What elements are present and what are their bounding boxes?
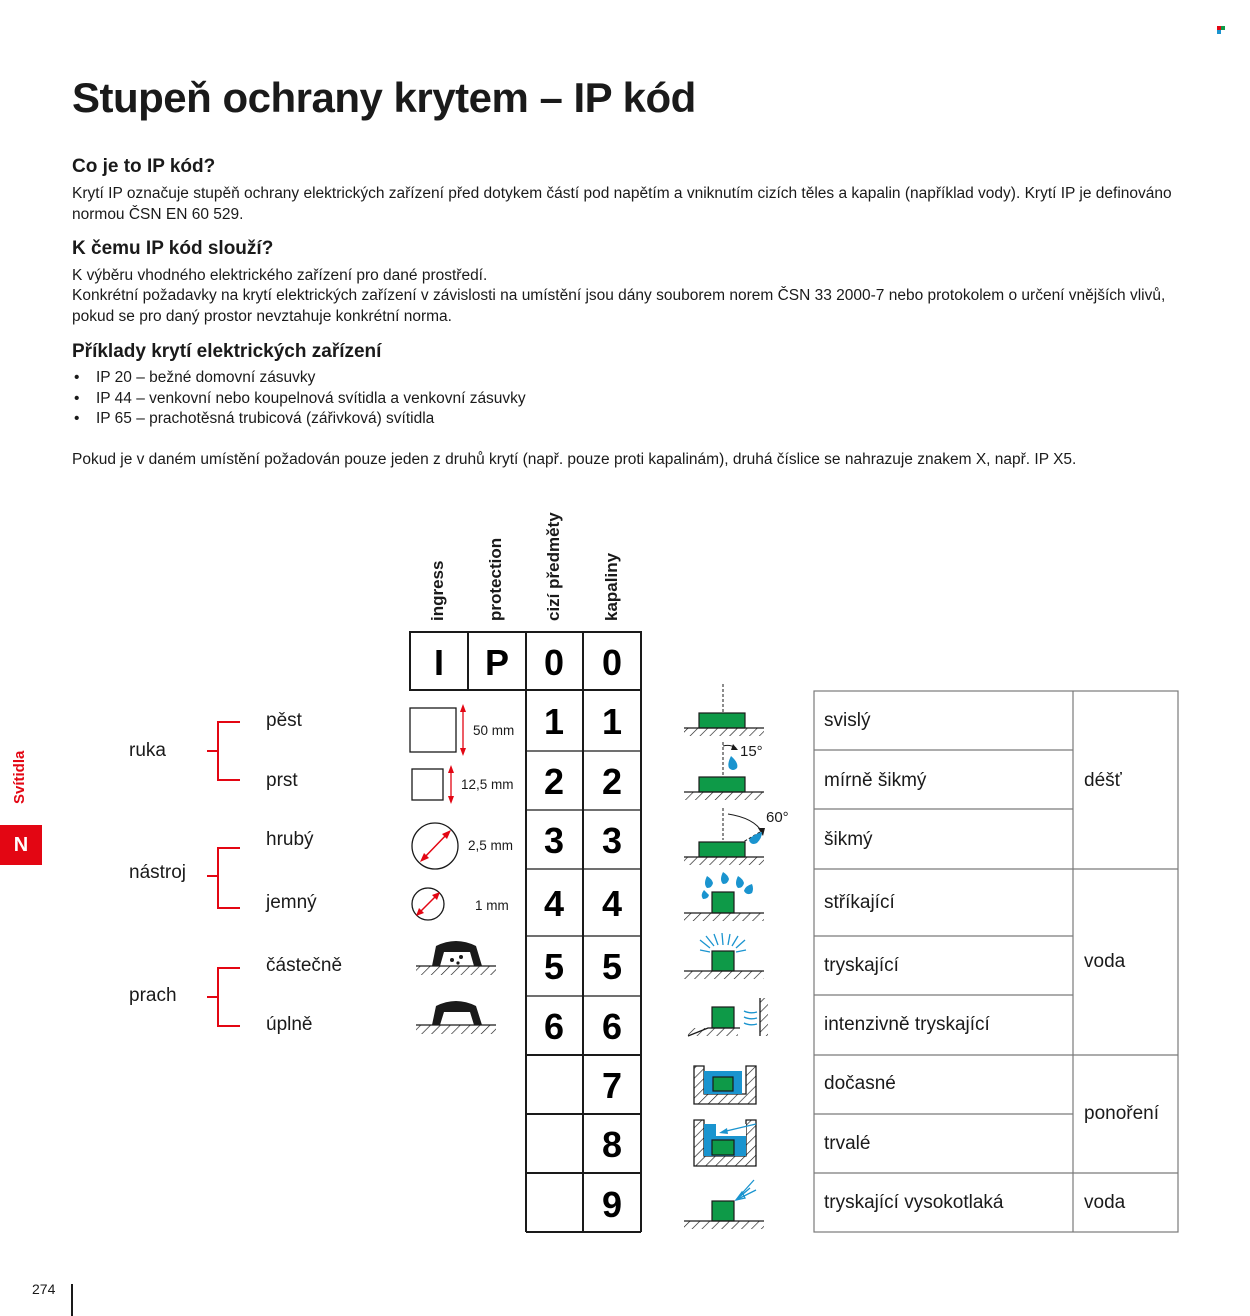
second-digit: 4	[602, 883, 622, 924]
liquid-label: tryskající vysokotlaká	[824, 1192, 1004, 1213]
item-label-coarse: hrubý	[266, 829, 314, 850]
first-digit: 3	[544, 820, 564, 861]
page-title: Stupeň ochrany krytem – IP kód	[72, 74, 696, 121]
second-digit: 8	[602, 1124, 622, 1165]
second-digit: 7	[602, 1065, 622, 1106]
item-label-finger: prst	[266, 770, 298, 791]
fine-tool-size-icon	[411, 887, 445, 921]
fist-size-icon	[409, 704, 466, 756]
liquid-label: trvalé	[824, 1133, 871, 1154]
angle-label-15: 15°	[740, 743, 763, 760]
item-label-partial: částečně	[266, 955, 343, 976]
corner-mark	[1221, 26, 1225, 30]
page-number: 274	[32, 1281, 56, 1297]
liquid-label: tryskající	[824, 955, 899, 976]
group-name-dust: prach	[129, 985, 177, 1006]
finger-size-icon	[411, 765, 454, 804]
dust-partial-icon	[416, 941, 496, 975]
page-number-rule	[71, 1284, 73, 1316]
second-digit: 1	[602, 701, 622, 742]
group-name-tool: nástroj	[129, 862, 187, 883]
paragraph-what: Krytí IP označuje stupěň ochrany elektri…	[72, 185, 1172, 223]
heading-purpose: K čemu IP kód slouží?	[72, 238, 274, 259]
second-digit: 6	[602, 1006, 622, 1047]
paragraph-purpose-1: K výběru vhodného elektrického zařízení …	[72, 267, 488, 284]
powerful-jet-icon	[687, 998, 768, 1037]
ip-code-box	[409, 631, 642, 1233]
tilted-15-drip-icon	[684, 742, 764, 800]
section-tab: N	[0, 825, 42, 865]
first-digit: 1	[544, 701, 564, 742]
liquid-group-water-high-pressure: voda	[1084, 1192, 1126, 1213]
code-digit-first-0: 0	[544, 642, 564, 683]
high-pressure-jet-icon	[684, 1179, 764, 1229]
liquid-label: šikmý	[824, 829, 873, 850]
list-item: IP 65 – prachotěsná trubicová (zářivková…	[72, 409, 526, 430]
angle-label-60: 60°	[766, 809, 789, 826]
liquid-label: svislý	[824, 710, 871, 731]
corner-mark	[1217, 30, 1221, 34]
liquid-group-rain: déšť	[1084, 770, 1122, 791]
heading-examples: Příklady krytí elektrických zařízení	[72, 341, 382, 362]
code-digit-second-0: 0	[602, 642, 622, 683]
water-jet-icon	[684, 932, 764, 979]
liquid-table	[813, 690, 1179, 1233]
tilted-60-drip-icon	[684, 808, 765, 865]
liquid-group-water: voda	[1084, 951, 1126, 972]
coarse-tool-size-icon	[411, 822, 459, 870]
list-item: IP 20 – bežné domovní zásuvky	[72, 368, 526, 389]
liquid-label: intenzivně tryskající	[824, 1014, 990, 1035]
second-digit: 2	[602, 761, 622, 802]
item-label-full: úplně	[266, 1014, 313, 1035]
list-item: IP 44 – venkovní nebo koupelnová svítidl…	[72, 389, 526, 410]
dust-full-icon	[416, 1001, 496, 1034]
temporary-immersion-icon	[693, 1065, 757, 1105]
size-label-50: 50 mm	[473, 723, 515, 738]
first-digit: 5	[544, 946, 564, 987]
second-digit: 3	[602, 820, 622, 861]
corner-mark	[1217, 26, 1221, 30]
bracket-tool	[207, 847, 240, 909]
liquid-label: mírně šikmý	[824, 770, 927, 791]
second-digit: 9	[602, 1184, 622, 1225]
item-label-fine: jemný	[266, 892, 317, 913]
first-digit: 6	[544, 1006, 564, 1047]
splash-icon	[684, 872, 764, 921]
note-paragraph: Pokud je v daném umístění požadován pouz…	[72, 451, 1077, 468]
item-label-fist: pěst	[266, 710, 302, 731]
liquid-label: stříkající	[824, 892, 895, 913]
size-label-2-5: 2,5 mm	[468, 838, 514, 853]
bracket-dust	[207, 967, 240, 1027]
liquid-label: dočasné	[824, 1073, 896, 1094]
paragraph-purpose-2: Konkrétní požadavky na krytí elektrickýc…	[72, 287, 1166, 325]
first-digit: 2	[544, 761, 564, 802]
liquid-group-immersion: ponoření	[1084, 1103, 1160, 1124]
size-label-12-5: 12,5 mm	[461, 777, 514, 792]
row-dividers	[526, 750, 641, 997]
size-label-1: 1 mm	[475, 898, 509, 913]
first-digit: 4	[544, 883, 564, 924]
vertical-drip-icon	[684, 684, 764, 736]
continuous-immersion-icon	[693, 1119, 757, 1167]
second-digit: 5	[602, 946, 622, 987]
heading-what: Co je to IP kód?	[72, 156, 216, 177]
bracket-hand	[207, 721, 240, 781]
group-name-hand: ruka	[129, 740, 166, 761]
code-letter-p: P	[485, 642, 509, 683]
section-side-label: Svítidla	[11, 750, 28, 804]
code-letter-i: I	[434, 642, 444, 683]
examples-list: IP 20 – bežné domovní zásuvky IP 44 – ve…	[72, 368, 526, 430]
